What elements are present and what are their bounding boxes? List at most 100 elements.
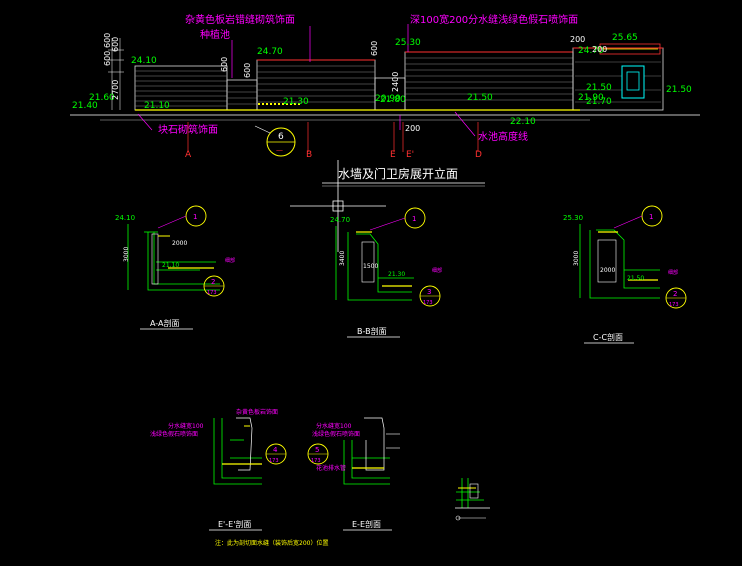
dim-label: 600 xyxy=(103,51,112,66)
callout-wall-finish: 杂黄色板岩错缝砌筑饰面 xyxy=(185,13,295,26)
callout-water-line: 水池高度线 xyxy=(478,130,528,143)
aa-bubble-2-sub: 173 xyxy=(207,290,217,296)
cc-dim-h: 3000 xyxy=(573,251,580,266)
bb-dim-h: 3400 xyxy=(339,251,346,266)
dim-label: 200 xyxy=(570,35,585,44)
dim-label: 600 xyxy=(103,33,112,48)
axis-label: E xyxy=(390,150,396,160)
dim-label: 2400 xyxy=(391,72,400,92)
cc-bubble-2-sub: 173 xyxy=(669,302,679,308)
level-label: 24.70 xyxy=(578,46,604,56)
level-labels: 24.10 24.70 25.30 20.90 21.60 21.40 21.1… xyxy=(72,33,692,127)
aa-level-top: 24.10 xyxy=(115,214,135,222)
cc-note: 细部 xyxy=(668,269,678,276)
level-label: 20.90 xyxy=(375,94,401,104)
section-bubble-number: 6 xyxy=(278,132,284,142)
e1e1-bubble: 4 xyxy=(273,446,278,454)
callout-block-stone: 块石砌筑饰面 xyxy=(158,123,218,136)
level-label: 21.90 xyxy=(578,93,604,103)
aa-bubble-1: 1 xyxy=(193,213,197,221)
level-label: 21.10 xyxy=(144,101,170,111)
cc-level-top: 25.30 xyxy=(563,214,583,222)
ee-bubble-sub: 173 xyxy=(311,458,321,464)
axis-label: A xyxy=(185,150,192,160)
section-ee: 5 173 分水缝宽100 浅绿色假石喷饰面 花池排水管 E-E剖面 xyxy=(307,417,400,531)
bb-dim-w: 1500 xyxy=(363,263,378,270)
wall-segment-5 xyxy=(404,51,574,111)
cc-bubble-2: 2 xyxy=(673,290,677,298)
ee-bubble: 5 xyxy=(315,446,319,454)
elevation-title: 水墙及门卫房展开立面 xyxy=(338,166,458,181)
axis-lines xyxy=(187,122,479,152)
aa-title: A-A剖面 xyxy=(150,318,179,328)
section-bubble: 6 — xyxy=(254,125,296,157)
e1e1-callout-top: 杂黄色板岩饰面 xyxy=(236,408,278,416)
ee-callout-bottom: 花池排水管 xyxy=(316,464,346,472)
dim-label: 600 xyxy=(220,57,229,72)
ee-callout-top2: 浅绿色假石喷饰面 xyxy=(312,430,360,438)
dim-label: 2700 xyxy=(111,80,120,100)
level-label: 25.65 xyxy=(612,33,638,43)
e1e1-bubble-sub: 173 xyxy=(269,458,279,464)
bb-bubble-1: 1 xyxy=(412,215,416,223)
axis-label: D xyxy=(475,150,482,160)
bb-note: 细部 xyxy=(432,267,442,274)
level-label: 21.60 xyxy=(89,93,115,103)
small-detail xyxy=(455,478,490,521)
dim-label: 600 xyxy=(111,37,120,52)
bb-bubble-2-sub: 173 xyxy=(423,300,433,306)
aa-dim-h: 3000 xyxy=(123,247,130,262)
level-label: 24.70 xyxy=(257,47,283,57)
aa-level-bottom: 21.10 xyxy=(162,262,179,269)
section-bubble-ref: — xyxy=(276,146,283,154)
section-aa: 24.10 21.10 3000 2000 1 2 173 细部 A-A剖面 xyxy=(115,205,235,330)
left-dimension-lines xyxy=(108,38,124,110)
dimension-labels: 600 600 600 2700 600 600 2400 600 200 20… xyxy=(103,33,607,133)
gate-door xyxy=(621,65,645,99)
aa-dim-w: 2000 xyxy=(172,240,187,247)
dim-label: 200 xyxy=(405,124,420,133)
elevation-view: 24.10 24.70 25.30 20.90 21.60 21.40 21.1… xyxy=(70,13,700,187)
axis-label: B xyxy=(306,150,312,160)
e1e1-callout-mid2: 浅绿色假石喷饰面 xyxy=(150,430,198,438)
section-cc: 25.30 21.50 3000 2000 1 2 173 细部 C-C剖面 xyxy=(563,205,687,344)
level-label: 21.80 xyxy=(380,95,406,105)
crosshair-cursor[interactable] xyxy=(290,160,386,252)
level-label: 21.70 xyxy=(586,97,612,107)
dim-label: 600 xyxy=(370,41,379,56)
cc-title: C-C剖面 xyxy=(593,332,623,342)
level-label: 25.30 xyxy=(395,38,421,48)
e1e1-callout-mid1: 分水缝宽100 xyxy=(168,422,204,430)
dim-label: 200 xyxy=(592,45,607,54)
callout-planter: 种植池 xyxy=(200,28,230,41)
ee-callout-top1: 分水缝宽100 xyxy=(316,422,352,430)
aa-note: 细部 xyxy=(225,257,235,264)
footnote: 注：此为剖切面水缝（装饰后宽200）位置 xyxy=(215,539,328,547)
cc-dim-w: 2000 xyxy=(600,267,615,274)
level-label: 21.50 xyxy=(586,83,612,93)
bb-level-bottom: 21.30 xyxy=(388,271,405,278)
leader-lines xyxy=(137,24,476,137)
callout-stone-finish: 深100宽200分水缝浅绿色假石喷饰面 xyxy=(410,13,578,26)
bb-title: B-B剖面 xyxy=(357,326,387,336)
section-e1e1: 4 173 杂黄色板岩饰面 分水缝宽100 浅绿色假石喷饰面 E'-E'剖面 xyxy=(150,408,287,531)
bb-bubble-2: 3 xyxy=(427,288,431,296)
bb-level-top: 24.70 xyxy=(330,216,350,224)
elevation-callouts: 杂黄色板岩错缝砌筑饰面 种植池 深100宽200分水缝浅绿色假石喷饰面 块石砌筑… xyxy=(158,13,578,143)
level-label: 21.40 xyxy=(72,101,98,111)
cc-level-bottom: 21.50 xyxy=(627,275,644,282)
aa-bubble-2: 2 xyxy=(211,278,215,286)
level-label: 21.30 xyxy=(283,97,309,107)
level-label: 21.50 xyxy=(666,85,692,95)
dim-label: 600 xyxy=(243,63,252,78)
level-label: 22.10 xyxy=(510,117,536,127)
axis-labels: A B E E' D xyxy=(185,150,482,160)
cc-bubble-1: 1 xyxy=(649,213,653,221)
e1e1-title: E'-E'剖面 xyxy=(218,519,251,529)
axis-label: E' xyxy=(406,150,414,160)
level-label: 24.10 xyxy=(131,56,157,66)
level-label: 21.50 xyxy=(467,93,493,103)
ee-title: E-E剖面 xyxy=(352,519,381,529)
gate-house xyxy=(572,43,664,111)
